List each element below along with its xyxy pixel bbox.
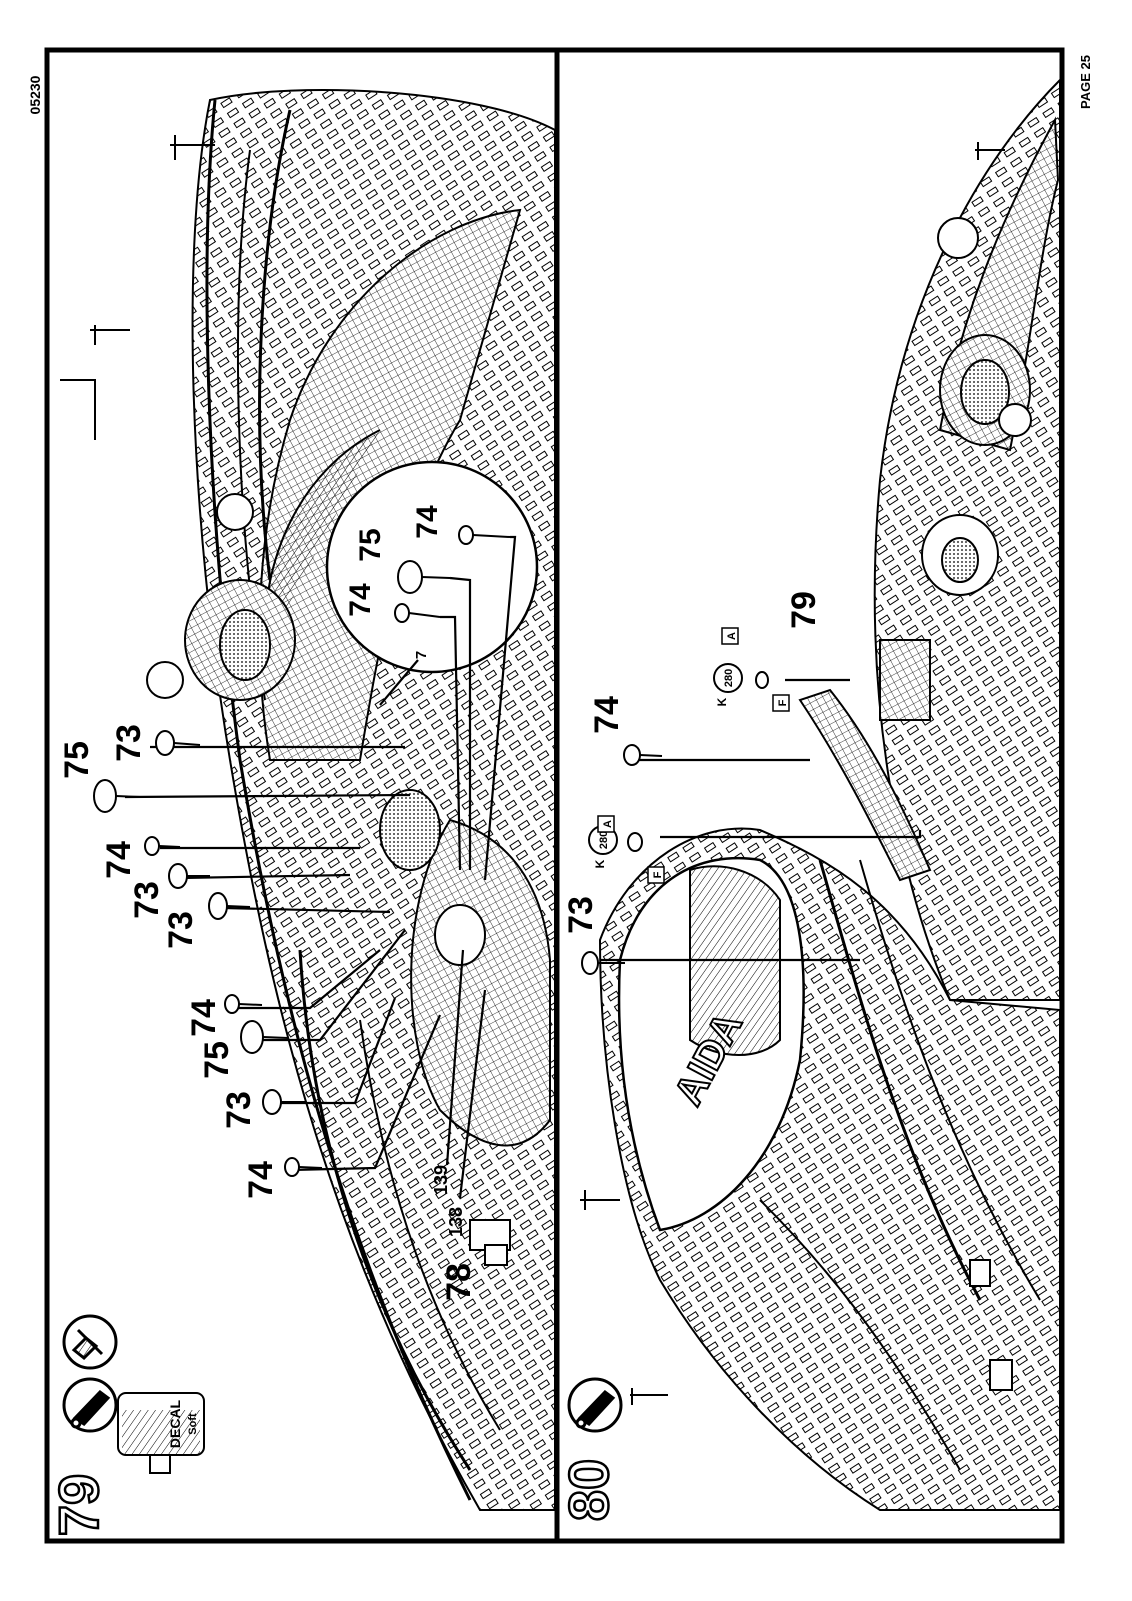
loose-parts-79: [93, 730, 323, 1177]
paint-letter-top: K: [715, 697, 729, 706]
callout-74-mid: 74: [100, 841, 138, 879]
decal-soft-icon: [117, 1392, 205, 1474]
callout-73-top: 73: [110, 724, 148, 762]
ship-illustration-80: [580, 77, 1061, 1511]
doc-number: 05230: [27, 75, 43, 114]
callout-75-low: 75: [198, 1041, 236, 1079]
paint-finish-bottom: A: [602, 820, 614, 828]
paint-code-bottom: K 280 A F: [588, 815, 665, 884]
callout-138: 138: [446, 1207, 466, 1237]
paint-letter-bottom: K: [593, 859, 607, 868]
detail-parts: [394, 525, 511, 623]
callout-73-80: 73: [562, 896, 600, 934]
detail-circle: [325, 460, 539, 674]
paint-mark-bottom: F: [652, 871, 664, 878]
callout-73-mid-b: 73: [162, 911, 200, 949]
leader-lines-80: [600, 678, 922, 962]
paint-code-top-value: 280: [723, 669, 735, 687]
no-glue-icon: [62, 1314, 118, 1370]
callouts-79: 75 73 74 73 73 74 75 73 74 139 138 78: [58, 724, 478, 1301]
callout-74-low: 74: [185, 999, 223, 1037]
panel-80: AIDA 74 79 73 K 280 A F: [556, 77, 1061, 1522]
glue-icon: [62, 1377, 118, 1433]
paint-code-bottom-value: 280: [598, 831, 610, 849]
callout-78: 78: [440, 1263, 478, 1301]
callout-74-bottom: 74: [242, 1161, 280, 1199]
decal-label: DECAL: [167, 1399, 183, 1448]
callout-79-80: 79: [785, 591, 823, 629]
callout-73-low: 73: [220, 1091, 258, 1129]
detail-label-7: 7: [413, 651, 430, 659]
step-number-79: 79: [47, 1474, 110, 1536]
page-label: PAGE 25: [1078, 55, 1093, 109]
decal-sub-label: Soft: [187, 1413, 199, 1435]
paint-code-top: K 280 A F: [713, 627, 790, 712]
loose-parts-80: [581, 671, 769, 975]
callouts-80: 74 79 73: [562, 591, 823, 934]
leader-lines-79: [124, 535, 517, 1199]
ship-illustration-79: [60, 89, 556, 1511]
step-number-80: 80: [557, 1459, 620, 1521]
glue-icon-80: [567, 1377, 623, 1433]
callout-139: 139: [431, 1165, 451, 1195]
detail-label-75: 75: [354, 528, 387, 561]
paint-mark-top: F: [777, 699, 789, 706]
panel-79: 74 75 74 7: [46, 89, 556, 1537]
callout-73-mid-a: 73: [128, 881, 166, 919]
paint-finish-top: A: [726, 632, 738, 640]
detail-label-74a: 74: [344, 583, 377, 617]
callout-75-top: 75: [58, 741, 96, 779]
detail-label-74b: 74: [411, 505, 444, 539]
callout-74-80: 74: [588, 696, 626, 734]
